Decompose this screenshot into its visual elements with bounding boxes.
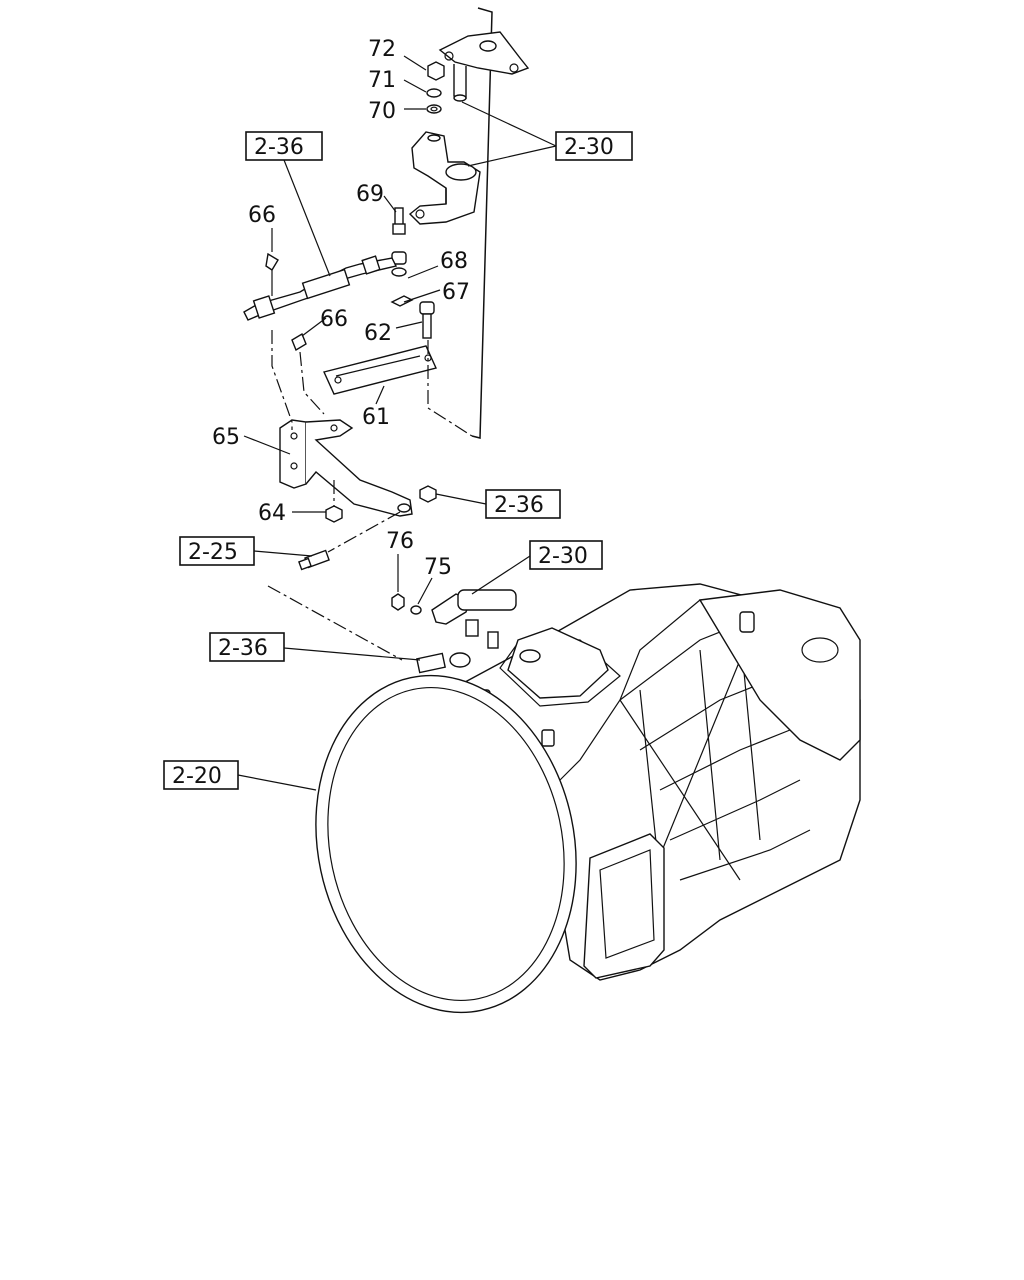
- label-67: 67: [442, 280, 470, 305]
- label-69: 69: [356, 182, 384, 207]
- label-68: 68: [440, 249, 468, 274]
- ref-2-20: 2-20: [172, 764, 222, 789]
- shift-cable: [243, 252, 398, 321]
- ref-2-36-low: 2-36: [218, 636, 268, 661]
- ref-2-30-mid: 2-30: [538, 544, 588, 569]
- reference-boxes: 2-36 2-30 2-36 2-25 2-30 2-36 2-20: [163, 131, 633, 790]
- connector-236: [415, 652, 471, 674]
- label-75: 75: [424, 555, 452, 580]
- bell-housing-flange: [315, 674, 577, 1014]
- label-62: 62: [364, 321, 392, 346]
- label-70: 70: [368, 99, 396, 124]
- label-64: 64: [258, 501, 286, 526]
- ref-2-36-top: 2-36: [254, 135, 304, 160]
- washer-75: [410, 605, 422, 615]
- nut-washer-stack: [426, 61, 445, 114]
- fitting-225: [298, 549, 330, 571]
- bracket-65: [279, 419, 413, 517]
- plate-61: [323, 340, 473, 437]
- part-numbers: 72 71 70 69 66 68 67 66 62 61 65 64 76 7…: [212, 37, 470, 580]
- collar-68: [391, 251, 407, 277]
- clip-66-lower: [291, 332, 307, 352]
- guide-line-bracket: [271, 330, 293, 430]
- ref-2-36-mid: 2-36: [494, 493, 544, 518]
- label-66-lower: 66: [320, 307, 348, 332]
- ref-2-25: 2-25: [188, 540, 238, 565]
- label-65: 65: [212, 425, 240, 450]
- shift-lever-bracket: [438, 7, 530, 439]
- switch-230: [431, 589, 517, 649]
- label-76: 76: [386, 529, 414, 554]
- label-61: 61: [362, 405, 390, 430]
- leader-lines: [237, 55, 557, 791]
- bolt-69: [392, 207, 406, 235]
- bolt-62: [419, 301, 435, 339]
- nut-64: [325, 505, 343, 523]
- label-72: 72: [368, 37, 396, 62]
- washer-67: [390, 295, 414, 307]
- nut-236: [419, 485, 437, 503]
- label-66-top: 66: [248, 203, 276, 228]
- shift-lever-arm: [408, 131, 481, 225]
- nut-76: [391, 593, 405, 611]
- label-71: 71: [368, 68, 396, 93]
- ref-2-30-top: 2-30: [564, 135, 614, 160]
